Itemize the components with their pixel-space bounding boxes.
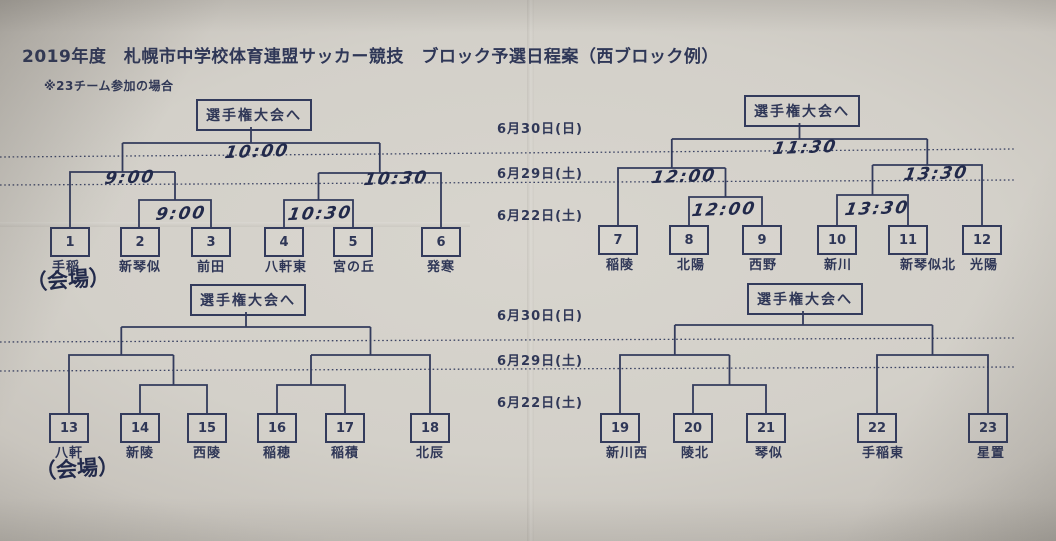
team-name-18: 北辰	[415, 446, 445, 461]
round-date-label-first-top: 6月22日(土)	[496, 209, 584, 224]
team-name-2: 新琴似	[118, 260, 162, 275]
team-box-15: 15	[187, 413, 227, 443]
advance-box-group-1: 選手権大会へ	[196, 99, 312, 131]
team-box-6: 6	[421, 227, 461, 257]
team-name-6: 発寒	[426, 260, 456, 275]
team-box-23: 23	[968, 413, 1008, 443]
team-name-12: 光陽	[969, 258, 999, 273]
bracket-lines-group-4	[619, 311, 989, 413]
team-box-4: 4	[264, 227, 304, 257]
bracket-lines-group-1	[69, 127, 442, 227]
time-final-group-2: 11:30	[771, 136, 839, 160]
team-box-10: 10	[817, 225, 857, 255]
team-name-4: 八軒東	[264, 260, 308, 275]
team-name-21: 琴似	[754, 446, 784, 461]
advance-box-group-4: 選手権大会へ	[747, 283, 863, 315]
advance-box-group-3: 選手権大会へ	[190, 284, 306, 316]
team-box-18: 18	[410, 413, 450, 443]
team-box-13: 13	[49, 413, 89, 443]
time-match-right-group-1: 10:30	[286, 202, 354, 226]
round-date-label-first-bottom: 6月22日(土)	[496, 396, 584, 411]
team-box-14: 14	[120, 413, 160, 443]
advance-box-group-2: 選手権大会へ	[744, 95, 860, 127]
team-name-22: 手稲東	[861, 446, 905, 461]
team-box-9: 9	[742, 225, 782, 255]
participants-note: ※23チーム参加の場合	[44, 79, 174, 93]
time-semi-right-group-1: 10:30	[362, 167, 430, 191]
bracket-lines-group-2	[617, 123, 983, 225]
time-match-left-group-2: 12:00	[690, 198, 758, 222]
team-name-23: 星置	[976, 446, 1006, 461]
venue-note-group-1: （会場）	[25, 265, 111, 295]
team-box-8: 8	[669, 225, 709, 255]
team-box-17: 17	[325, 413, 365, 443]
time-semi-left-group-1: 9:00	[103, 167, 157, 189]
team-name-19: 新川西	[605, 446, 649, 461]
round-date-label-final-top: 6月30日(日)	[496, 122, 584, 137]
team-name-9: 西野	[748, 258, 778, 273]
paper-crease-horizontal	[0, 222, 470, 227]
team-box-12: 12	[962, 225, 1002, 255]
team-box-1: 1	[50, 227, 90, 257]
round-date-label-semi-top: 6月29日(土)	[496, 167, 584, 182]
team-name-1: 手稲	[51, 260, 81, 275]
team-name-17: 稲積	[330, 446, 360, 461]
team-name-10: 新川	[823, 258, 853, 273]
team-name-20: 陵北	[680, 446, 710, 461]
team-box-19: 19	[600, 413, 640, 443]
team-name-7: 稲陵	[605, 258, 635, 273]
team-name-5: 宮の丘	[332, 260, 376, 275]
team-box-20: 20	[673, 413, 713, 443]
venue-note-group-3: （会場）	[34, 454, 120, 484]
team-box-21: 21	[746, 413, 786, 443]
team-box-7: 7	[598, 225, 638, 255]
team-box-3: 3	[191, 227, 231, 257]
time-final-group-1: 10:00	[223, 140, 291, 164]
team-box-11: 11	[888, 225, 928, 255]
bracket-lines-group-3	[68, 312, 431, 413]
time-semi-left-group-2: 12:00	[650, 165, 718, 189]
time-match-right-group-2: 13:30	[843, 197, 911, 221]
team-name-16: 稲穂	[262, 446, 292, 461]
team-box-5: 5	[333, 227, 373, 257]
paper-fold-crease	[527, 0, 534, 541]
team-name-8: 北陽	[676, 258, 706, 273]
time-match-left-group-1: 9:00	[154, 203, 208, 225]
round-separator-lines	[0, 148, 1015, 372]
team-box-22: 22	[857, 413, 897, 443]
round-date-label-final-bottom: 6月30日(日)	[496, 309, 584, 324]
team-name-14: 新陵	[125, 446, 155, 461]
team-box-16: 16	[257, 413, 297, 443]
team-name-13: 八軒	[54, 446, 84, 461]
team-box-2: 2	[120, 227, 160, 257]
document-title: 2019年度 札幌市中学校体育連盟サッカー競技 ブロック予選日程案（西ブロック例…	[22, 47, 719, 67]
team-name-15: 西陵	[192, 446, 222, 461]
time-semi-right-group-2: 13:30	[902, 162, 970, 186]
team-name-11: 新琴似北	[899, 258, 957, 273]
team-name-3: 前田	[196, 260, 226, 275]
round-date-label-semi-bottom: 6月29日(土)	[496, 354, 584, 369]
